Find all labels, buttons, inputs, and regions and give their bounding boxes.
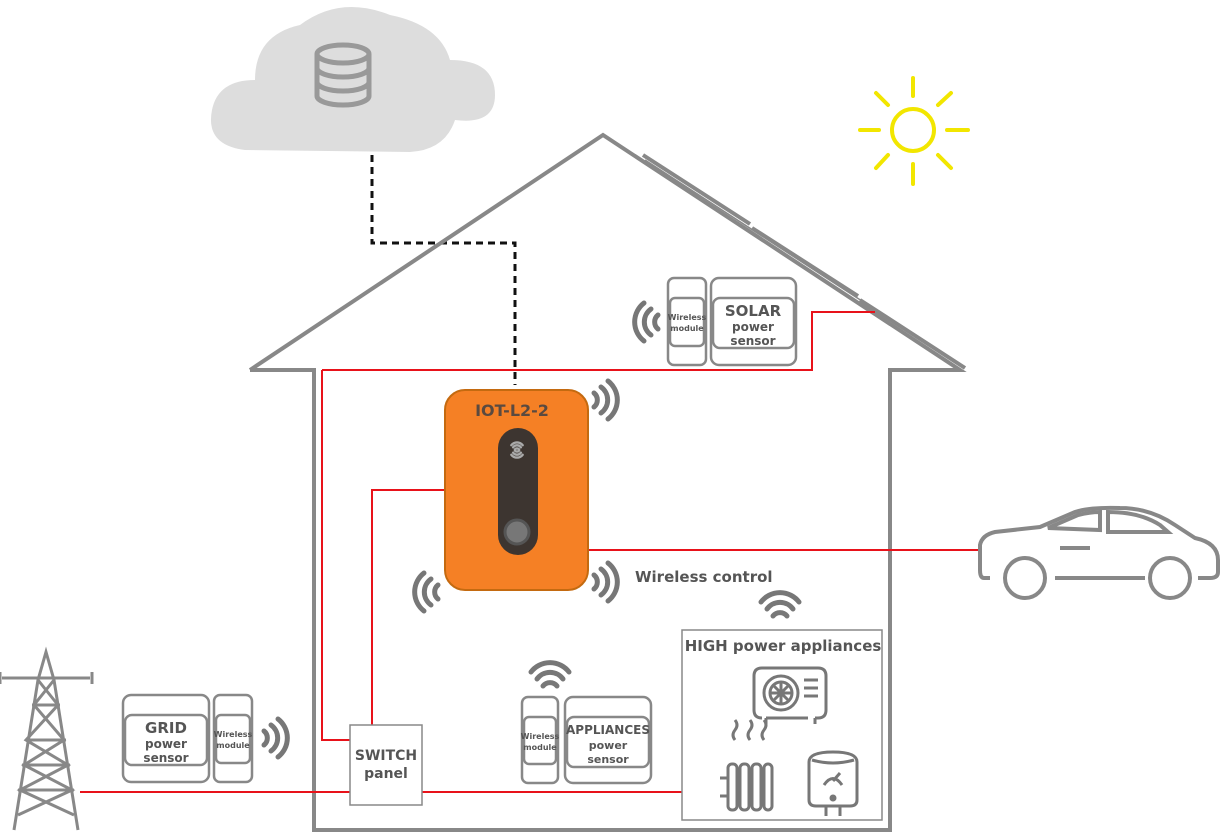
svg-text:module: module: [670, 324, 704, 333]
svg-text:HIGH power appliances: HIGH power appliances: [685, 637, 882, 655]
grid-power-sensor: GRID power sensor: [121, 693, 211, 784]
wireless-wave-icon: [594, 563, 617, 601]
svg-text:Wireless: Wireless: [668, 313, 707, 322]
svg-text:power: power: [732, 320, 774, 334]
svg-text:panel: panel: [364, 766, 408, 782]
svg-text:APPLIANCES: APPLIANCES: [566, 723, 650, 737]
svg-text:Wireless: Wireless: [521, 732, 560, 741]
svg-text:GRID: GRID: [145, 719, 187, 737]
device-label: IOT-L2-2: [475, 401, 549, 420]
svg-text:sensor: sensor: [730, 334, 775, 348]
wireless-control-label: Wireless control: [635, 568, 773, 586]
iot-device: IOT-L2-2: [444, 389, 589, 591]
wireless-wave-icon: [264, 719, 287, 757]
sun-icon: [858, 76, 970, 186]
high-power-appliances-box: HIGH power appliances: [681, 629, 883, 821]
water-heater-icon: [807, 750, 859, 816]
svg-text:SOLAR: SOLAR: [725, 302, 782, 320]
wireless-wave-icon: [415, 573, 438, 611]
wireless-wave-icon: [531, 663, 569, 686]
cloud-connection-line: [370, 155, 517, 385]
switch-panel: SWITCH panel: [349, 724, 423, 806]
svg-text:SWITCH: SWITCH: [355, 748, 417, 764]
wireless-wave-icon: [635, 303, 658, 341]
solar-panel: [641, 153, 967, 370]
power-wires: [80, 311, 982, 793]
svg-text:power: power: [145, 737, 187, 751]
svg-text:power: power: [589, 739, 628, 752]
grid-wireless-module: Wireless module: [212, 693, 254, 784]
svg-text:module: module: [216, 741, 250, 750]
svg-text:sensor: sensor: [587, 753, 629, 766]
house: [248, 132, 967, 832]
appliances-power-sensor: APPLIANCES power sensor: [563, 695, 653, 785]
solar-power-sensor: SOLAR power sensor: [709, 276, 798, 367]
svg-text:Wireless: Wireless: [214, 730, 253, 739]
svg-text:sensor: sensor: [143, 751, 188, 765]
wireless-wave-icon: [594, 381, 617, 419]
solar-wireless-module: Wireless module: [666, 276, 708, 367]
air-conditioner-icon: [752, 666, 828, 724]
wireless-wave-icon: [761, 593, 799, 616]
car-icon: [978, 505, 1220, 600]
power-tower-icon: [0, 646, 94, 831]
cloud-database-icon: [210, 7, 495, 152]
appliances-wireless-module: Wireless module: [521, 695, 560, 785]
radiator-icon: [720, 719, 774, 812]
svg-text:module: module: [523, 743, 557, 752]
